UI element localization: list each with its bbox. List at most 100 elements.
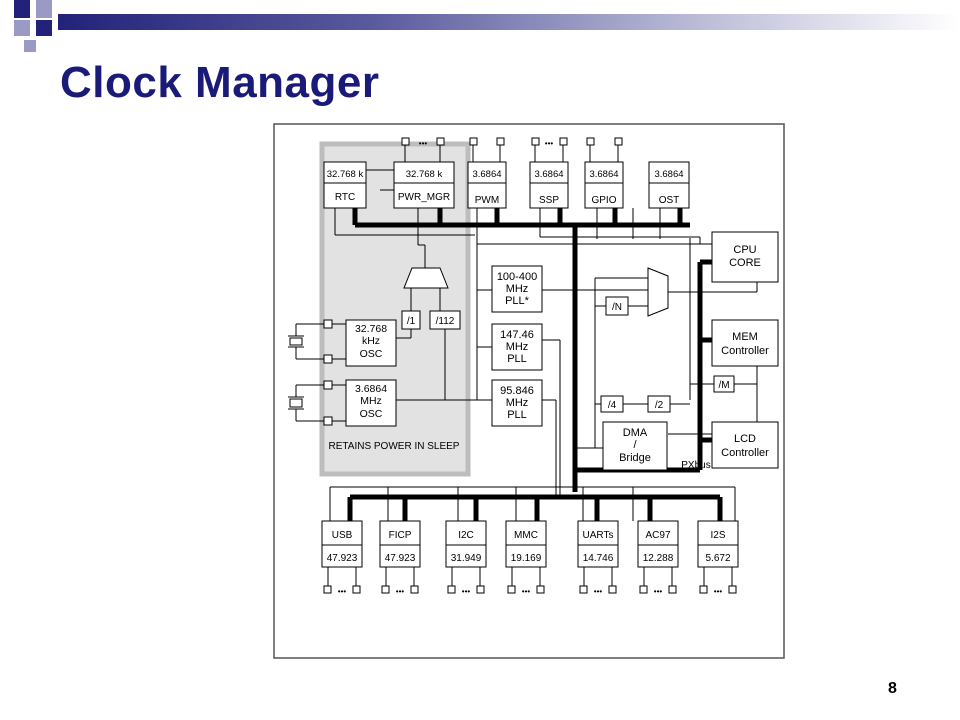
bottom-dots-ficp: ••• — [396, 587, 405, 596]
svg-text:5.672: 5.672 — [705, 553, 730, 564]
svg-text:95.846: 95.846 — [500, 385, 534, 397]
svg-text:47.923: 47.923 — [385, 553, 416, 564]
svg-text:OSC: OSC — [360, 408, 383, 420]
corner-square-5 — [24, 40, 36, 52]
oscillator-3m: 3.6864 MHz OSC — [345, 379, 397, 427]
pll-95: 95.846 MHz PLL — [491, 379, 543, 427]
mem-controller-block: MEM Controller — [711, 319, 779, 367]
svg-text:Controller: Controller — [721, 345, 769, 357]
top-dots-ssp: ••• — [545, 139, 554, 148]
svg-text:I2S: I2S — [710, 530, 725, 541]
svg-text:PWR_MGR: PWR_MGR — [398, 192, 450, 203]
divider-m: /M — [713, 375, 735, 393]
svg-text:14.746: 14.746 — [583, 553, 614, 564]
svg-text:47.923: 47.923 — [327, 553, 358, 564]
svg-text:PLL: PLL — [507, 409, 527, 421]
crystal-1 — [288, 319, 346, 364]
top-pins — [401, 137, 623, 146]
header-gradient-bar — [58, 14, 960, 30]
svg-text:/4: /4 — [608, 400, 617, 411]
svg-text:/2: /2 — [655, 400, 664, 411]
svg-text:MHz: MHz — [506, 341, 529, 353]
top-block-rtc: 32.768 k RTC — [323, 161, 367, 209]
bottom-dots-uarts: ••• — [594, 587, 603, 596]
svg-text:LCD: LCD — [734, 433, 756, 445]
svg-text:kHz: kHz — [362, 335, 380, 347]
corner-square-1 — [14, 0, 30, 18]
svg-text:32.768 k: 32.768 k — [327, 169, 364, 180]
svg-text:3.6864: 3.6864 — [472, 169, 501, 180]
bottom-dots-i2c: ••• — [462, 587, 471, 596]
crystal-2 — [288, 380, 346, 426]
svg-text:MHz: MHz — [506, 283, 529, 295]
svg-text:MHz: MHz — [360, 395, 382, 407]
svg-text:Bridge: Bridge — [619, 452, 651, 464]
svg-text:100-400: 100-400 — [497, 271, 537, 283]
divider-112: /112 — [429, 310, 461, 330]
svg-text:MEM: MEM — [732, 331, 758, 343]
svg-text:3.6864: 3.6864 — [654, 169, 683, 180]
svg-text:PLL*: PLL* — [505, 295, 530, 307]
pxbus-label: PXbus — [681, 460, 710, 471]
bottom-pins — [323, 567, 737, 594]
bottom-dots-usb: ••• — [338, 587, 347, 596]
bottom-dots-ac97: ••• — [654, 587, 663, 596]
page-number: 8 — [888, 680, 897, 697]
svg-text:3.6864: 3.6864 — [355, 383, 387, 395]
svg-text:MHz: MHz — [506, 397, 529, 409]
svg-text:OST: OST — [659, 195, 680, 206]
svg-text:CPU: CPU — [733, 244, 756, 256]
slide-title: Clock Manager — [60, 58, 380, 107]
divider-2: /2 — [647, 395, 671, 413]
svg-text:/: / — [633, 439, 637, 451]
svg-text:3.6864: 3.6864 — [534, 169, 563, 180]
top-dots-pwr: ••• — [419, 139, 428, 148]
sleep-mux — [403, 267, 449, 289]
top-block-ssp: 3.6864 SSP — [529, 161, 569, 209]
bottom-block-ac97: AC97 12.288 — [637, 520, 679, 568]
corner-square-4 — [36, 20, 52, 36]
corner-square-3 — [14, 20, 30, 36]
cpu-mux — [647, 267, 669, 317]
bottom-block-i2c: I2C 31.949 — [445, 520, 487, 568]
svg-text:147.46: 147.46 — [500, 329, 534, 341]
cpu-core-block: CPU CORE — [711, 231, 779, 283]
bottom-dots-i2s: ••• — [714, 587, 723, 596]
svg-text:CORE: CORE — [729, 257, 761, 269]
svg-text:OSC: OSC — [360, 348, 383, 360]
top-block-pwr-mgr: 32.768 k PWR_MGR — [393, 161, 455, 209]
bottom-bus — [347, 494, 723, 521]
svg-text:UARTs: UARTs — [583, 530, 614, 541]
top-block-pwm: 3.6864 PWM — [467, 161, 507, 209]
svg-text:32.768 k: 32.768 k — [406, 169, 443, 180]
svg-text:19.169: 19.169 — [511, 553, 542, 564]
pll-100-400: 100-400 MHz PLL* — [491, 265, 543, 313]
svg-text:I2C: I2C — [458, 530, 474, 541]
bottom-block-mmc: MMC 19.169 — [505, 520, 547, 568]
bottom-block-uarts: UARTs 14.746 — [577, 520, 619, 568]
top-block-gpio: 3.6864 GPIO — [584, 161, 624, 209]
oscillator-32k: 32.768 kHz OSC — [345, 319, 397, 367]
svg-text:Controller: Controller — [721, 447, 769, 459]
top-block-ost: 3.6864 OST — [648, 161, 690, 209]
pll-147: 147.46 MHz PLL — [491, 323, 543, 371]
dma-bridge-block: DMA / Bridge — [602, 421, 668, 471]
svg-text:/M: /M — [718, 380, 729, 391]
svg-text:MMC: MMC — [514, 530, 538, 541]
corner-square-2 — [36, 0, 52, 18]
svg-text:FICP: FICP — [389, 530, 412, 541]
svg-text:/112: /112 — [436, 316, 455, 327]
svg-text:USB: USB — [332, 530, 353, 541]
svg-text:32.768: 32.768 — [355, 323, 387, 335]
bottom-block-usb: USB 47.923 — [321, 520, 363, 568]
svg-text:PWM: PWM — [475, 195, 499, 206]
svg-text:31.949: 31.949 — [451, 553, 482, 564]
svg-text:AC97: AC97 — [645, 530, 670, 541]
svg-text:12.288: 12.288 — [643, 553, 674, 564]
bottom-dots-mmc: ••• — [522, 587, 531, 596]
svg-text:/1: /1 — [407, 316, 416, 327]
bottom-block-i2s: I2S 5.672 — [697, 520, 739, 568]
svg-text:GPIO: GPIO — [591, 195, 616, 206]
bottom-block-ficp: FICP 47.923 — [379, 520, 421, 568]
